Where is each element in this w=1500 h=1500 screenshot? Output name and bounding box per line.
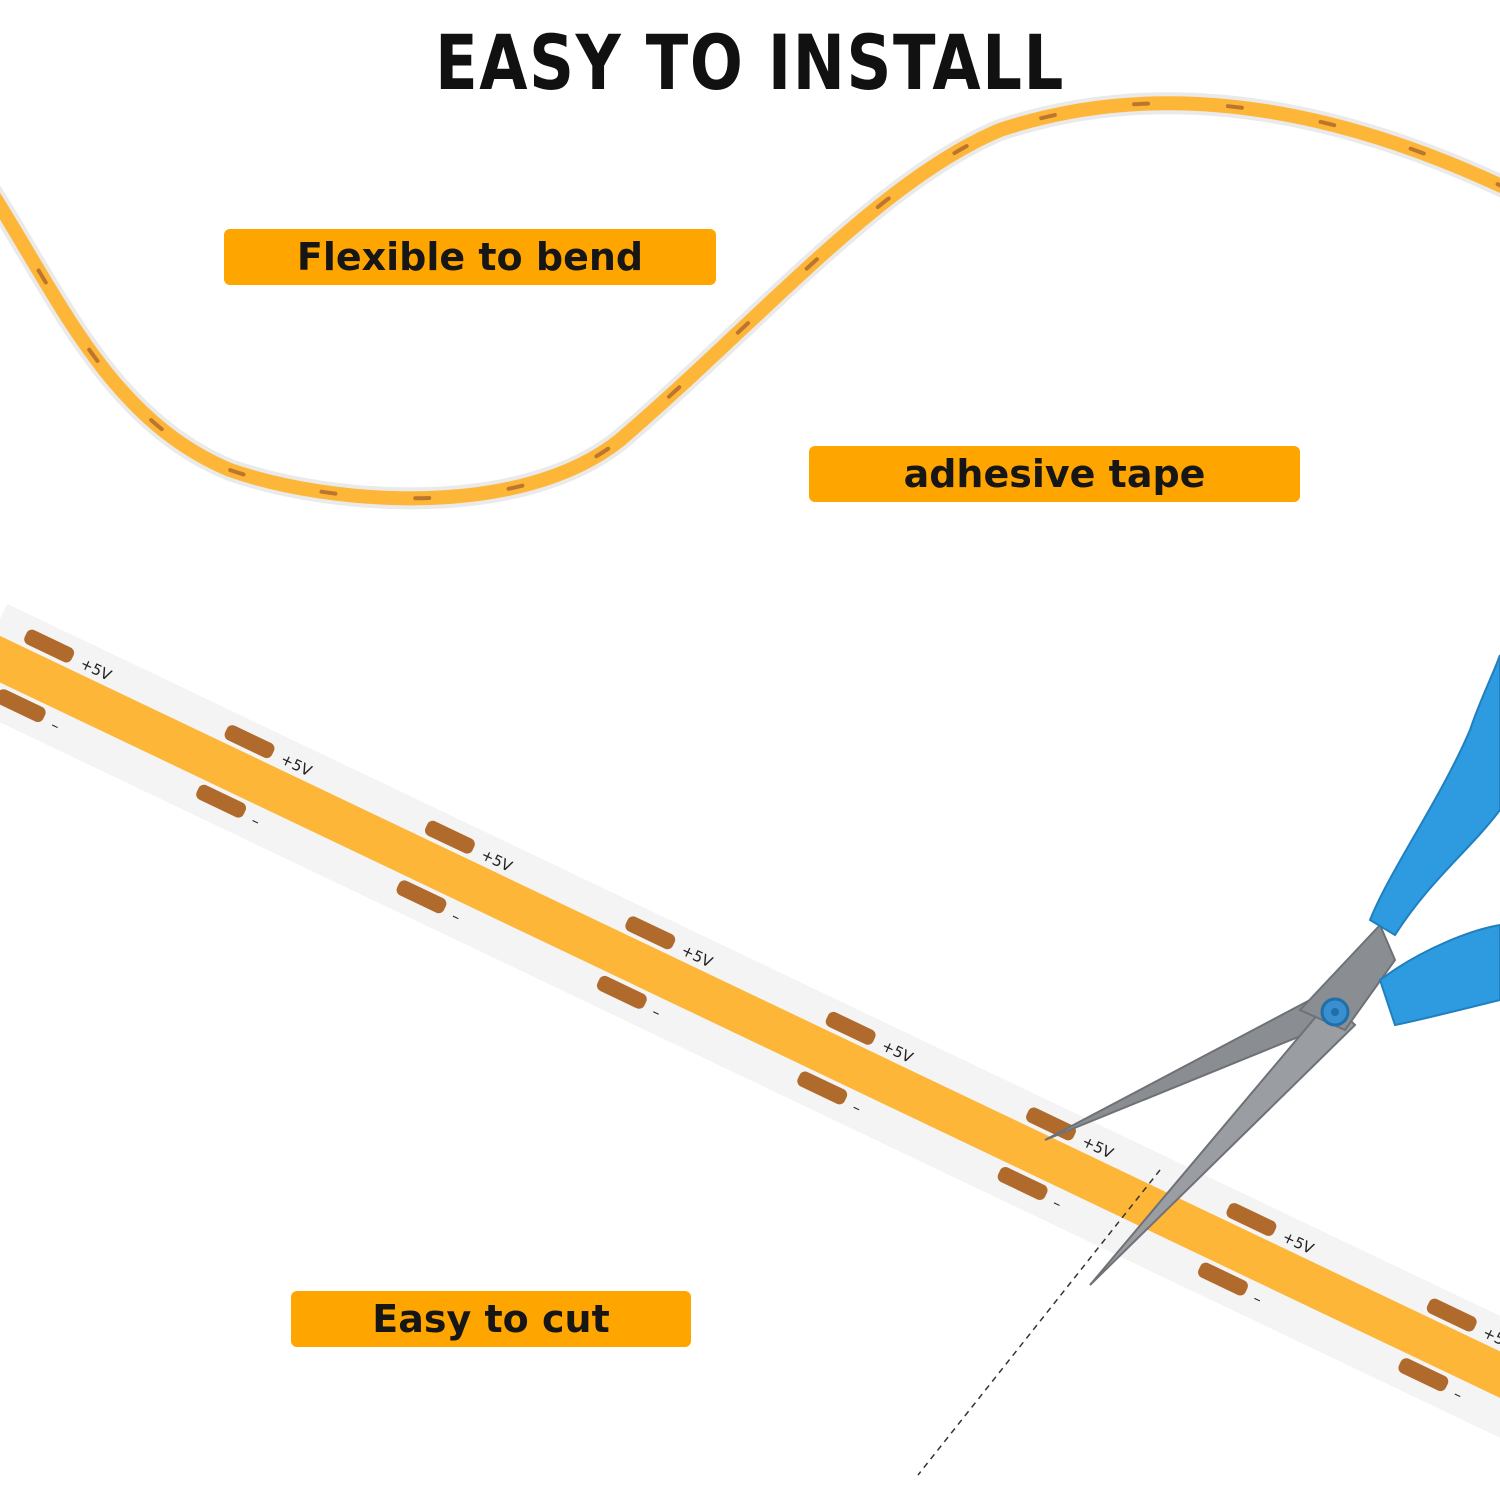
flexible-to-bend-badge: Flexible to bend	[224, 229, 716, 285]
easy-to-cut-badge: Easy to cut	[291, 1291, 691, 1347]
page-title: EASY TO INSTALL	[435, 18, 1065, 107]
cut-line	[917, 1169, 1161, 1476]
adhesive-tape-badge: adhesive tape	[809, 446, 1300, 502]
